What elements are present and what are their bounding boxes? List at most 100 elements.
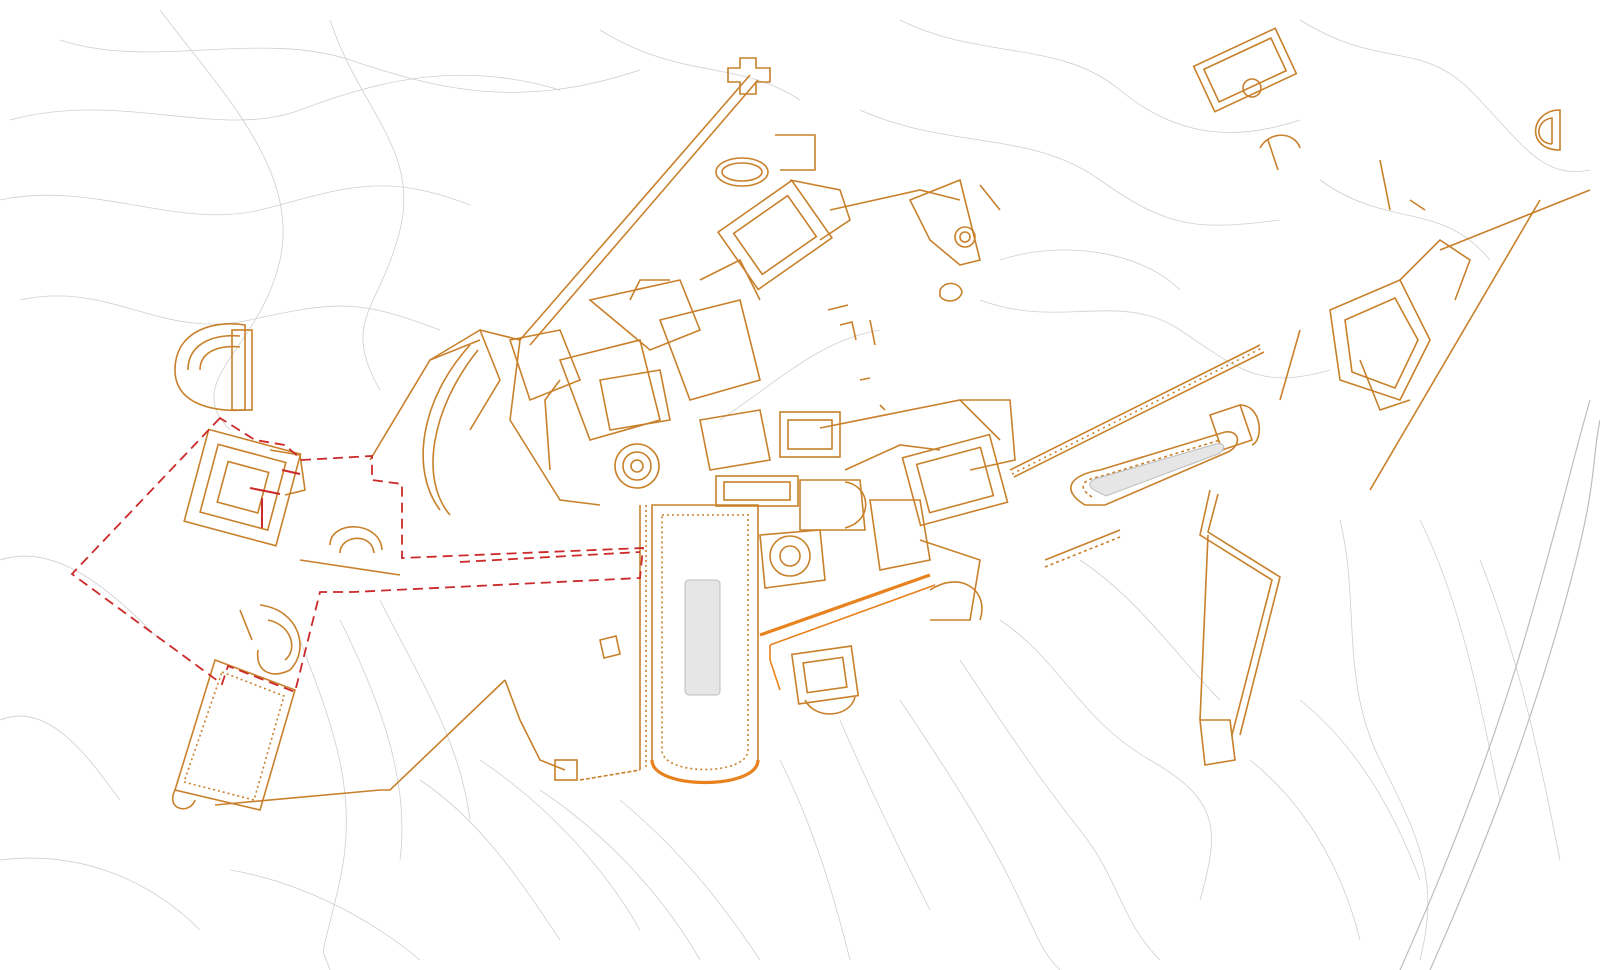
- serapeum-apse: [1239, 404, 1260, 446]
- theatre-cavea: [174, 323, 246, 412]
- east-portico: [1013, 351, 1265, 478]
- highlighted-structures: [650, 573, 936, 784]
- enclosure: [908, 178, 981, 266]
- small-theatre-inner: [267, 619, 293, 661]
- contour-line: [19, 295, 441, 331]
- red-mark: [281, 469, 301, 475]
- red-marks: [249, 469, 301, 528]
- circular-vestibule-core: [630, 459, 644, 473]
- palace-wall: [629, 279, 670, 301]
- exedra: [329, 526, 383, 551]
- library-block-core: [216, 460, 270, 514]
- stepped-wall: [1044, 529, 1121, 561]
- thermae-block: [901, 433, 1009, 527]
- contour-line: [979, 299, 1331, 379]
- study-area-boundary: [459, 551, 641, 563]
- circular-vestibule: [614, 443, 660, 489]
- oval-structure-inner: [721, 162, 763, 182]
- contour-line: [0, 857, 201, 931]
- contour-line: [719, 329, 881, 421]
- peristyle-court: [779, 411, 841, 458]
- theatre-cavea-inner: [199, 345, 241, 371]
- contour-line: [379, 599, 471, 821]
- contour-line: [1079, 559, 1221, 701]
- east-stair: [1279, 329, 1301, 401]
- canopus-south-wall: [1199, 489, 1273, 736]
- ne-pavilion-inner: [1202, 36, 1288, 104]
- contour-line: [9, 74, 561, 121]
- oval-structure: [715, 157, 769, 187]
- palace-block: [699, 409, 771, 471]
- contour-line: [899, 19, 1301, 133]
- highlighted-east-terrace: [769, 584, 936, 646]
- contour-lines: [0, 9, 1600, 970]
- library-block-inner: [199, 443, 287, 532]
- upper-wall: [775, 134, 816, 171]
- highlighted-south-curve: [650, 759, 760, 784]
- small-structure: [827, 304, 849, 311]
- east-palace-inner: [1344, 296, 1419, 390]
- library-block: [183, 428, 302, 547]
- long-corridor: [519, 74, 751, 341]
- east-long-wall: [1439, 189, 1591, 251]
- peristyle-court-inner: [787, 419, 833, 450]
- contour-line: [419, 779, 561, 941]
- road-line: [1399, 399, 1591, 970]
- exedra: [339, 537, 375, 554]
- basins: [684, 443, 1225, 696]
- thermae-apse: [929, 581, 983, 621]
- small-structure: [859, 377, 871, 381]
- east-portico-dots: [1011, 347, 1263, 475]
- corridor-end-cross: [727, 57, 771, 95]
- palace-wall: [544, 379, 561, 471]
- ne-apse: [1259, 134, 1301, 149]
- west-enclosure-apse: [171, 789, 196, 810]
- curved-terrace-wall: [432, 349, 479, 516]
- palace-block: [558, 339, 661, 441]
- west-enclosure-inner: [182, 670, 285, 801]
- contour-line: [839, 719, 931, 911]
- contour-line: [1319, 179, 1491, 261]
- east-portico: [1009, 344, 1261, 471]
- contour-line: [999, 619, 1212, 901]
- contour-line: [1249, 759, 1361, 941]
- contour-line: [619, 799, 761, 961]
- thermae-inner: [915, 446, 995, 514]
- palace-block: [508, 329, 582, 402]
- contour-line: [0, 555, 161, 641]
- exedra-base: [299, 559, 401, 576]
- palace-block: [599, 369, 671, 431]
- pecile-basin: [684, 579, 721, 696]
- rotunda-inner: [779, 545, 801, 567]
- rotunda: [769, 535, 811, 577]
- ne-apse: [1267, 139, 1279, 171]
- enclosure-line: [979, 184, 1001, 211]
- contour-line: [59, 39, 641, 93]
- contour-line: [999, 249, 1181, 291]
- contour-line: [1299, 19, 1591, 172]
- theatre-scene: [231, 329, 253, 411]
- contour-line: [1419, 519, 1501, 801]
- south-temple-apse: [804, 696, 856, 715]
- courtyard-building-inner: [732, 194, 818, 276]
- east-diagonal-wall: [1369, 199, 1541, 491]
- contour-line: [0, 715, 121, 801]
- palace-wall: [429, 328, 501, 431]
- contour-line: [159, 9, 284, 431]
- small-theatre-scene: [239, 609, 253, 641]
- thermae-wall: [960, 399, 1016, 471]
- small-rounded: [939, 282, 963, 302]
- small-structure: [839, 321, 857, 341]
- palace-wall: [699, 258, 761, 301]
- serapeum: [1208, 403, 1254, 452]
- canopus-canal-outline: [1070, 431, 1239, 506]
- contour-line: [339, 619, 403, 861]
- highlighted-terrace-bend: [769, 645, 781, 691]
- small-structure: [879, 404, 886, 411]
- small-structure: [869, 319, 876, 346]
- small-structure: [599, 635, 621, 659]
- study-area-boundary: [70, 416, 644, 694]
- wing-wall: [829, 189, 961, 211]
